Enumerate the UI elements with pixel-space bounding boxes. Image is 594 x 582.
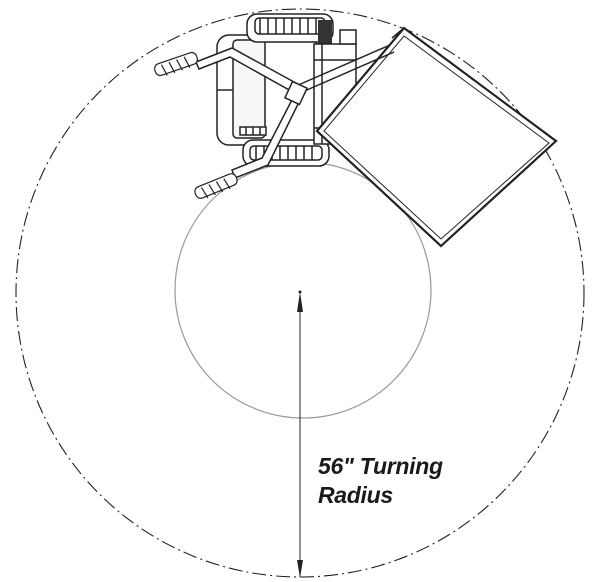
cleaning-deck (315, 26, 558, 248)
top-wheel (246, 13, 334, 44)
upper-grip (154, 51, 198, 77)
lower-grip (194, 173, 238, 199)
lower-handle-arm (231, 80, 309, 179)
turning-radius-label-line1: 56" Turning (318, 453, 443, 479)
turning-radius-label-line2: Radius (318, 482, 393, 508)
radius-arrow (297, 292, 303, 578)
pivot-center-mark (298, 290, 302, 294)
deck-arm (295, 44, 395, 94)
